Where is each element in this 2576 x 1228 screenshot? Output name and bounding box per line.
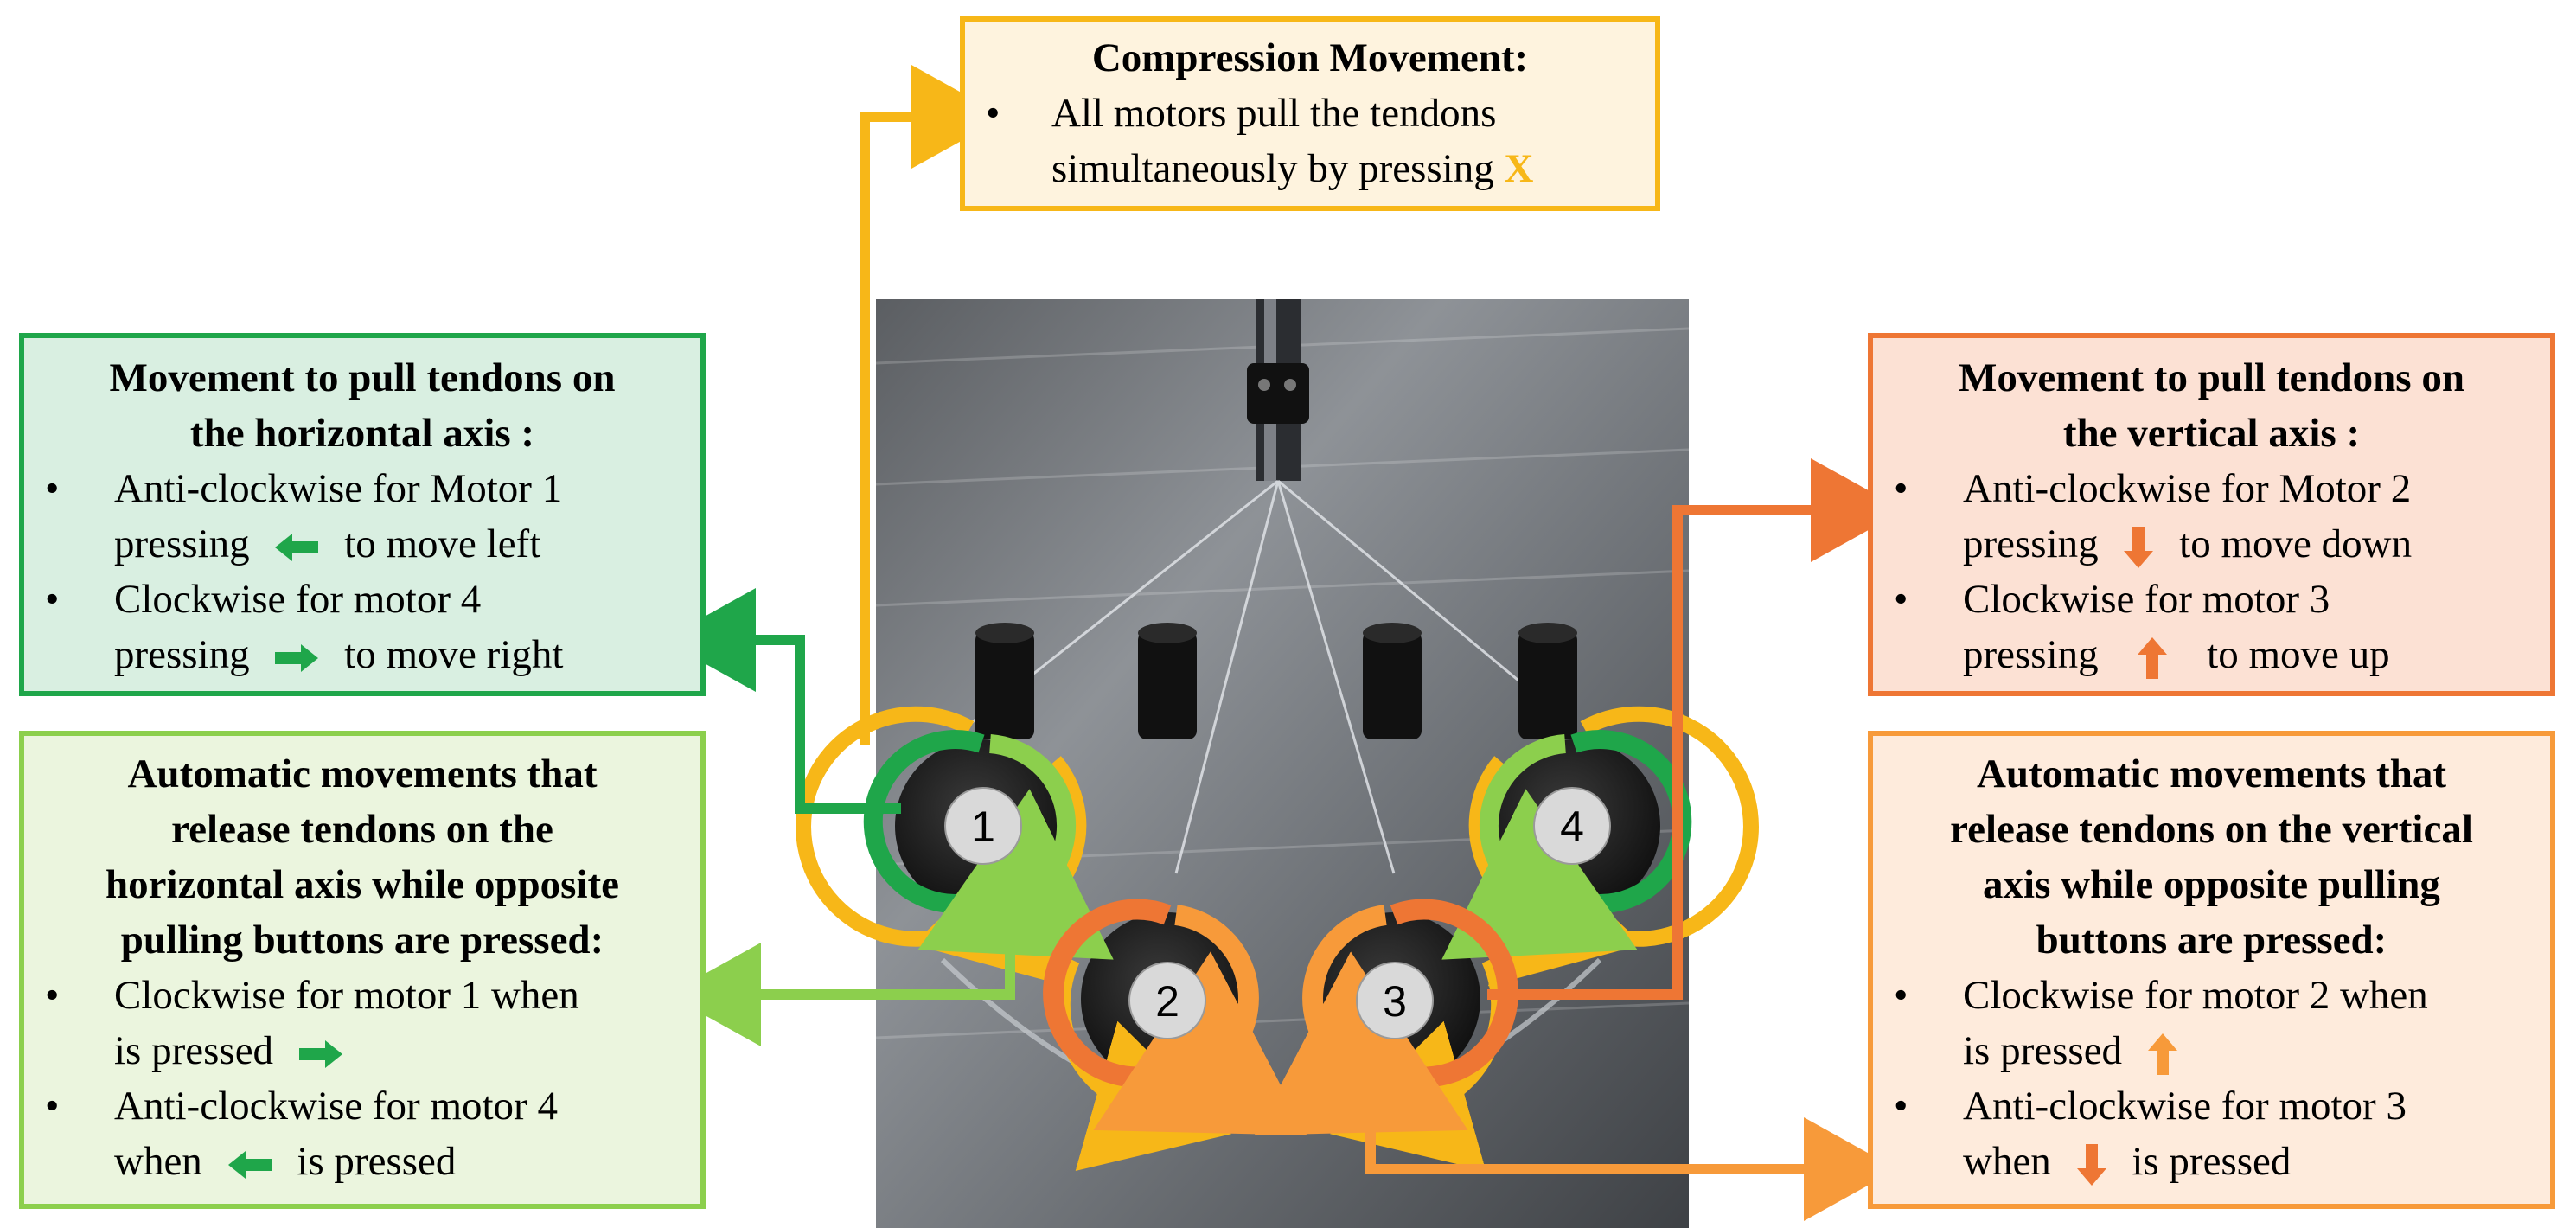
horizontal-release-item-1-b1: is pressed: [114, 1028, 274, 1073]
horizontal-release-item-2-a: Anti-clockwise for motor 4: [114, 1084, 558, 1129]
vertical-pull-item-2-b1: pressing: [1963, 632, 2099, 677]
compression-title: Compression Movement:: [1091, 35, 1529, 80]
horizontal-release-item-2-b2: is pressed: [297, 1139, 457, 1184]
vertical-pull-item-2: Clockwise for motor 3 pressing to move u…: [1873, 572, 2550, 682]
left-arrow-icon: [227, 1151, 272, 1180]
vertical-release-item-1-b1: is pressed: [1963, 1028, 2123, 1073]
compression-box: Compression Movement: All motors pull th…: [960, 16, 1660, 211]
horizontal-release-title-3: horizontal axis while opposite: [105, 862, 620, 907]
horizontal-pull-title-2: the horizontal axis :: [189, 411, 535, 456]
connector-vertical-release: [1365, 1081, 1897, 1221]
vertical-release-item-1: Clockwise for motor 2 when is pressed: [1873, 968, 2550, 1078]
vertical-release-item-2-a: Anti-clockwise for motor 3: [1963, 1084, 2407, 1129]
vertical-pull-item-1-b2: to move down: [2179, 521, 2413, 566]
horizontal-pull-item-1-b1: pressing: [114, 521, 250, 566]
compression-line2: simultaneously by pressing: [1051, 146, 1494, 191]
horizontal-release-title-2: release tendons on the: [171, 807, 553, 852]
connector-horizontal-pull: [662, 588, 901, 814]
down-arrow-icon: [2076, 1144, 2106, 1186]
horizontal-pull-item-1-b2: to move left: [344, 521, 541, 566]
horizontal-release-item-1-a: Clockwise for motor 1 when: [114, 973, 579, 1018]
horizontal-pull-title-1: Movement to pull tendons on: [109, 355, 616, 400]
vertical-release-item-2: Anti-clockwise for motor 3 when is press…: [1873, 1078, 2550, 1189]
vertical-pull-item-1-a: Anti-clockwise for Motor 2: [1963, 466, 2412, 511]
vertical-pull-item-2-a: Clockwise for motor 3: [1963, 577, 2330, 622]
motor-label-4: 4: [1560, 803, 1584, 851]
motor-label-1: 1: [971, 803, 995, 851]
motor-label-3: 3: [1383, 977, 1407, 1026]
horizontal-pull-item-1-a: Anti-clockwise for Motor 1: [114, 466, 563, 511]
vertical-release-item-1-a: Clockwise for motor 2 when: [1963, 973, 2428, 1018]
connector-arrows: [662, 65, 1904, 1221]
motor-labels: 1 2 3 4: [944, 787, 1611, 1039]
posts: [975, 623, 1577, 739]
horizontal-pull-item-2-b2: to move right: [344, 632, 564, 677]
vertical-release-title-4: buttons are pressed:: [2036, 918, 2387, 963]
x-key: X: [1504, 146, 1534, 191]
motor-label-2: 2: [1155, 977, 1179, 1026]
horizontal-pull-item-2-b1: pressing: [114, 632, 250, 677]
horizontal-pull-box: Movement to pull tendons on the horizont…: [19, 333, 706, 696]
horizontal-pull-item-2-a: Clockwise for motor 4: [114, 577, 482, 622]
horizontal-release-title-4: pulling buttons are pressed:: [120, 918, 604, 963]
vertical-release-title-3: axis while opposite pulling: [1983, 862, 2440, 907]
vertical-release-box: Automatic movements that release tendons…: [1868, 731, 2555, 1209]
vertical-release-title-1: Automatic movements that: [1976, 752, 2446, 796]
down-arrow-icon: [2124, 527, 2154, 569]
connector-vertical-pull: [1487, 458, 1904, 1000]
vertical-pull-box: Movement to pull tendons on the vertical…: [1868, 333, 2555, 696]
up-arrow-icon: [2138, 637, 2168, 680]
vertical-pull-title-1: Movement to pull tendons on: [1959, 355, 2464, 400]
compression-item: All motors pull the tendons simultaneous…: [965, 86, 1655, 196]
vertical-pull-title-2: the vertical axis :: [2062, 411, 2361, 456]
rotation-arrows: [796, 706, 1759, 1171]
connector-horizontal-release: [668, 917, 1015, 1046]
horizontal-release-title-1: Automatic movements that: [127, 752, 598, 796]
right-arrow-icon: [298, 1040, 342, 1069]
horizontal-pull-item-1: Anti-clockwise for Motor 1 pressing to m…: [24, 461, 700, 572]
vertical-pull-item-2-b2: to move up: [2207, 632, 2390, 677]
horizontal-pull-item-2: Clockwise for motor 4 pressing to move r…: [24, 572, 700, 682]
horizontal-release-box: Automatic movements that release tendons…: [19, 731, 706, 1209]
vertical-release-title-2: release tendons on the vertical: [1950, 807, 2473, 852]
vertical-release-item-2-b1: when: [1963, 1139, 2051, 1184]
vertical-pull-item-1: Anti-clockwise for Motor 2 pressing to m…: [1873, 461, 2550, 572]
horizontal-release-item-2-b1: when: [114, 1139, 202, 1184]
left-arrow-icon: [275, 534, 319, 562]
vertical-pull-item-1-b1: pressing: [1963, 521, 2099, 566]
horizontal-release-item-2: Anti-clockwise for motor 4 when is press…: [24, 1078, 700, 1189]
horizontal-release-item-1: Clockwise for motor 1 when is pressed: [24, 968, 700, 1078]
up-arrow-icon: [2147, 1033, 2177, 1076]
right-arrow-icon: [275, 644, 319, 673]
compression-line1: All motors pull the tendons: [1051, 91, 1497, 136]
connector-compression: [860, 65, 1005, 745]
vertical-release-item-2-b2: is pressed: [2132, 1139, 2292, 1184]
